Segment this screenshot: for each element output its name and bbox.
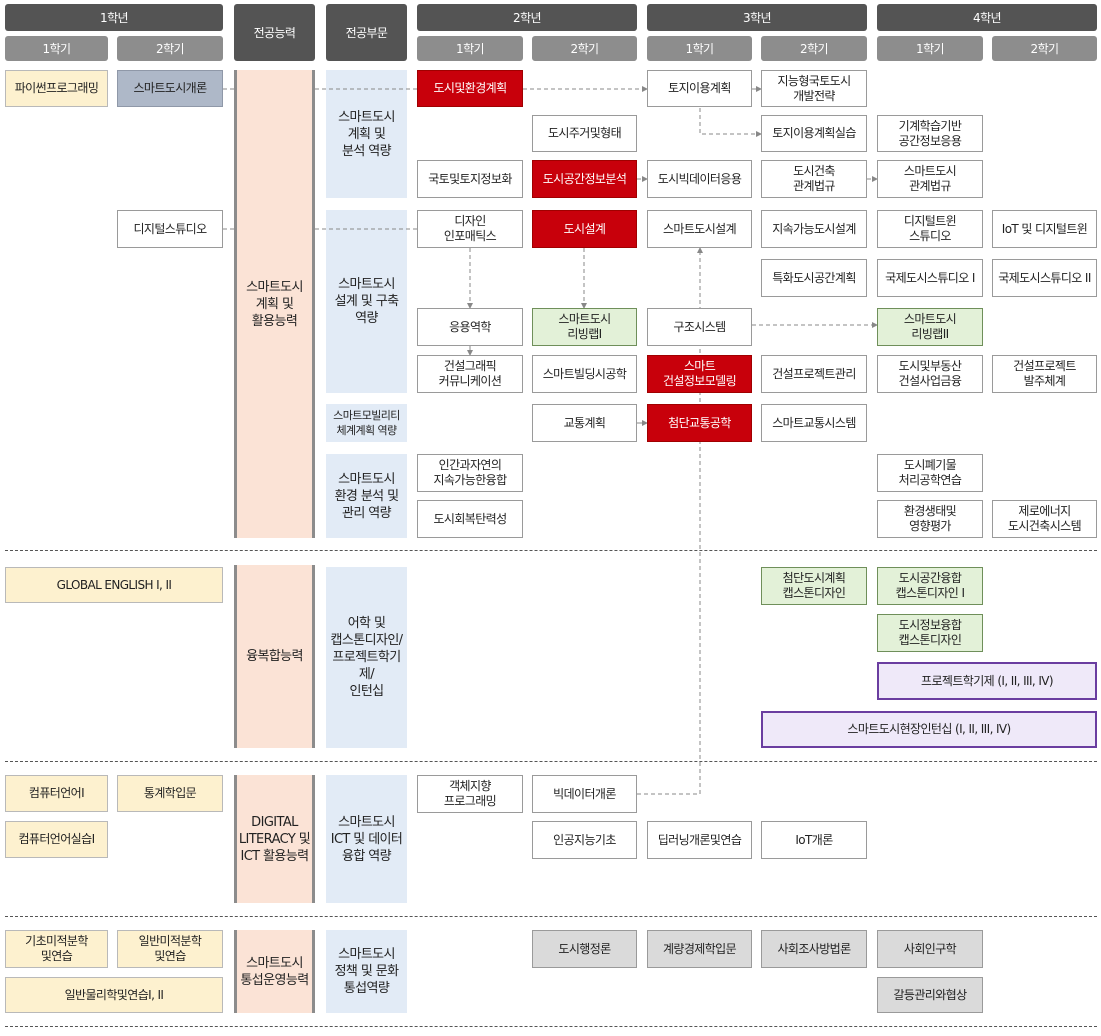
course-computer-language-lab[interactable]: 컴퓨터언어실습I: [5, 821, 108, 858]
course-capstone-plan[interactable]: 첨단도시계획 캡스톤디자인: [761, 567, 867, 605]
course-land-use-lab[interactable]: 토지이용계획실습: [761, 115, 867, 152]
competency-planning: 스마트도시 계획 및 활용능력: [234, 70, 315, 538]
course-bigdata-app[interactable]: 도시빅데이터응용: [647, 160, 752, 198]
course-digital-studio[interactable]: 디지털스튜디오: [117, 210, 223, 248]
row-separator: [5, 1026, 1097, 1027]
course-smart-transport[interactable]: 스마트교통시스템: [761, 404, 867, 442]
course-econometrics[interactable]: 계량경제학입문: [647, 930, 752, 968]
course-zero-energy[interactable]: 제로에너지 도시건축시스템: [992, 500, 1097, 538]
course-human-nature[interactable]: 인간과자연의 지속가능한융합: [417, 454, 523, 492]
header-competency: 전공능력: [234, 4, 315, 61]
course-ordering-system[interactable]: 건설프로젝트 발주체계: [992, 355, 1097, 393]
header-y2-sem2: 2학기: [532, 36, 637, 61]
course-land-use[interactable]: 토지이용계획: [647, 70, 752, 107]
section-language-capstone: 어학 및 캡스톤디자인/ 프로젝트학기제/ 인턴십: [326, 567, 407, 748]
course-basic-calculus[interactable]: 기초미적분학 및연습: [5, 930, 108, 968]
course-iot-twin[interactable]: IoT 및 디지털트윈: [992, 210, 1097, 248]
header-y4-sem2: 2학기: [992, 36, 1097, 61]
course-design-informatics[interactable]: 디자인 인포매틱스: [417, 210, 523, 248]
header-y1-sem2: 2학기: [117, 36, 223, 61]
course-smart-law[interactable]: 스마트도시 관계법규: [877, 160, 983, 198]
course-advanced-transport[interactable]: 첨단교통공학: [647, 404, 752, 442]
course-construction-graphics[interactable]: 건설그래픽 커뮤니케이션: [417, 355, 523, 393]
course-intl-studio-1[interactable]: 국제도시스튜디오 I: [877, 259, 983, 297]
course-structure-system[interactable]: 구조시스템: [647, 308, 752, 346]
course-twin-studio[interactable]: 디지털트윈 스튜디오: [877, 210, 983, 248]
course-python[interactable]: 파이썬프로그래밍: [5, 70, 108, 107]
section-policy-culture: 스마트도시 정책 및 문화 통섭역량: [326, 930, 407, 1013]
course-project-management[interactable]: 건설프로젝트관리: [761, 355, 867, 393]
course-capstone-info[interactable]: 도시정보융합 캡스톤디자인: [877, 614, 983, 652]
course-intelligent-dev[interactable]: 지능형국토도시 개발전략: [761, 70, 867, 107]
course-oop[interactable]: 객체지향 프로그래밍: [417, 775, 523, 813]
course-living-lab-2[interactable]: 스마트도시 리빙랩II: [877, 308, 983, 346]
course-demography[interactable]: 사회인구학: [877, 930, 983, 968]
course-real-estate[interactable]: 도시및부동산 건설사업금융: [877, 355, 983, 393]
competency-convergence: 융복합능력: [234, 565, 315, 748]
course-conflict-mgmt[interactable]: 갈등관리와협상: [877, 977, 983, 1013]
header-y3-sem2: 2학기: [761, 36, 867, 61]
row-separator: [5, 916, 1097, 917]
course-intl-studio-2[interactable]: 국제도시스튜디오 II: [992, 259, 1097, 297]
header-y2-sem1: 1학기: [417, 36, 523, 61]
course-internship[interactable]: 스마트도시현장인턴십 (I, II, III, IV): [761, 711, 1097, 748]
course-urban-admin[interactable]: 도시행정론: [532, 930, 637, 968]
course-computer-language[interactable]: 컴퓨터언어I: [5, 775, 108, 812]
course-resilience[interactable]: 도시회복탄력성: [417, 500, 523, 538]
course-living-lab-1[interactable]: 스마트도시 리빙랩I: [532, 308, 637, 346]
course-housing[interactable]: 도시주거및형태: [532, 115, 637, 152]
row-separator: [5, 550, 1097, 551]
course-project-semester[interactable]: 프로젝트학기제 (I, II, III, IV): [877, 662, 1097, 700]
row-separator: [5, 761, 1097, 762]
header-year4: 4학년: [877, 4, 1097, 31]
course-smart-building[interactable]: 스마트빌딩시공학: [532, 355, 637, 393]
course-statistics[interactable]: 통계학입문: [117, 775, 223, 812]
course-city-env-plan[interactable]: 도시및환경계획: [417, 70, 523, 107]
course-smart-intro[interactable]: 스마트도시개론: [117, 70, 223, 107]
section-design-build: 스마트도시 설계 및 구축 역량: [326, 210, 407, 393]
course-applied-mechanics[interactable]: 응용역학: [417, 308, 523, 346]
course-transport-plan[interactable]: 교통계획: [532, 404, 637, 442]
competency-digital: DIGITAL LITERACY 및 ICT 활용능력: [234, 775, 315, 903]
header-y1-sem1: 1학기: [5, 36, 108, 61]
course-bigdata-intro[interactable]: 빅데이터개론: [532, 775, 637, 813]
course-general-physics[interactable]: 일반물리학및연습I, II: [5, 977, 223, 1013]
course-urban-design[interactable]: 도시설계: [532, 210, 637, 248]
competency-integration: 스마트도시 통섭운영능력: [234, 930, 315, 1013]
header-y4-sem1: 1학기: [877, 36, 983, 61]
course-ml-spatial[interactable]: 기계학습기반 공간정보응용: [877, 115, 983, 152]
course-smart-design[interactable]: 스마트도시설계: [647, 210, 752, 248]
section-ict-data: 스마트도시 ICT 및 데이터 융합 역량: [326, 775, 407, 903]
course-global-english[interactable]: GLOBAL ENGLISH I, II: [5, 567, 223, 603]
header-section: 전공부문: [326, 4, 407, 61]
section-environment: 스마트도시 환경 분석 및 관리 역량: [326, 454, 407, 538]
header-year2: 2학년: [417, 4, 637, 31]
header-year3: 3학년: [647, 4, 867, 31]
header-y3-sem1: 1학기: [647, 36, 752, 61]
course-ai-basics[interactable]: 인공지능기초: [532, 821, 637, 859]
course-social-survey[interactable]: 사회조사방법론: [761, 930, 867, 968]
course-spatial-analysis[interactable]: 도시공간정보분석: [532, 160, 637, 198]
course-sustainable-design[interactable]: 지속가능도시설계: [761, 210, 867, 248]
course-capstone-spatial[interactable]: 도시공간융합 캡스톤디자인 I: [877, 567, 983, 605]
course-land-info[interactable]: 국토및토지정보화: [417, 160, 523, 198]
course-general-calculus[interactable]: 일반미적분학 및연습: [117, 930, 223, 968]
course-waste[interactable]: 도시폐기물 처리공학연습: [877, 454, 983, 492]
course-iot-intro[interactable]: IoT개론: [761, 821, 867, 859]
header-year1: 1학년: [5, 4, 223, 31]
course-special-plan[interactable]: 특화도시공간계획: [761, 259, 867, 297]
course-building-law[interactable]: 도시건축 관계법규: [761, 160, 867, 198]
course-ecology[interactable]: 환경생태및 영향평가: [877, 500, 983, 538]
course-deep-learning[interactable]: 딥러닝개론및연습: [647, 821, 752, 859]
section-planning-analysis: 스마트도시 계획 및 분석 역량: [326, 70, 407, 198]
course-bim[interactable]: 스마트 건설정보모델링: [647, 355, 752, 393]
section-mobility: 스마트모빌리티 체계계획 역량: [326, 404, 407, 442]
